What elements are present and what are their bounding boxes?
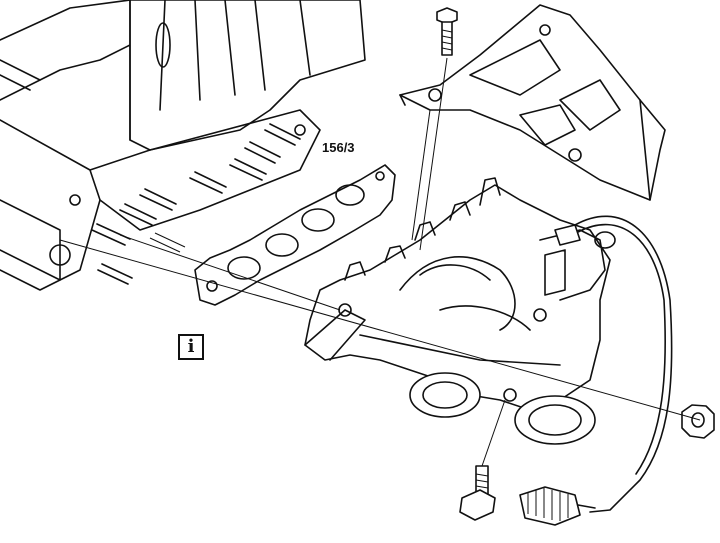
cylinder-head <box>0 0 366 291</box>
manifold-studs <box>91 123 301 285</box>
nut <box>681 404 715 439</box>
outlet-flanges <box>409 372 596 445</box>
heat-shield <box>399 4 666 201</box>
reference-label: 156/3 <box>322 140 355 155</box>
oxygen-sensor <box>544 215 673 513</box>
sensor-connector <box>519 486 596 526</box>
bolt-bottom <box>459 465 496 521</box>
assembly-guide-lines <box>59 57 701 467</box>
manifold-gasket <box>194 164 396 306</box>
info-icon: i <box>178 334 204 360</box>
bolt-top <box>436 7 458 56</box>
